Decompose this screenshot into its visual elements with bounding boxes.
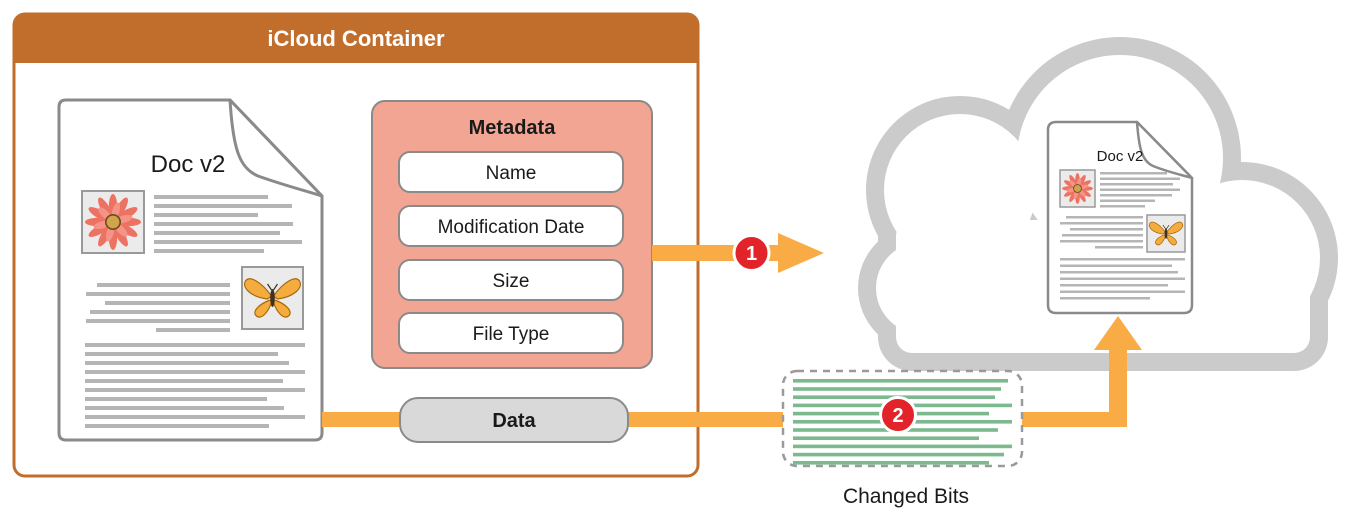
- source-document: Doc v2: [57, 98, 324, 442]
- metadata-field-label: Modification Date: [438, 217, 585, 238]
- metadata-field-label: Name: [486, 163, 537, 184]
- metadata-field-name: Name: [398, 151, 624, 193]
- document-fold: [1135, 120, 1194, 180]
- metadata-field-label: Size: [493, 271, 530, 292]
- document-title: Doc v2: [1097, 148, 1144, 165]
- data-pill-label: Data: [492, 410, 536, 432]
- text-lines-middle: [86, 283, 230, 332]
- container-header: [14, 14, 698, 63]
- step-1-number: 1: [746, 243, 757, 265]
- document-title: Doc v2: [151, 151, 226, 178]
- metadata-title: Metadata: [469, 117, 557, 139]
- changed-bits-label: Changed Bits: [843, 485, 969, 508]
- text-lines-middle: [1060, 216, 1143, 249]
- metadata-field-size: Size: [398, 259, 624, 301]
- flower-image: [1059, 169, 1096, 208]
- metadata-field-label: File Type: [473, 324, 550, 345]
- step-2-number: 2: [892, 405, 903, 427]
- container-title: iCloud Container: [267, 26, 445, 51]
- text-lines-bottom: [85, 343, 305, 428]
- text-lines-bottom: [1060, 258, 1185, 300]
- metadata-panel: Metadata Name Modification Date Size Fil…: [371, 100, 653, 369]
- step-2-badge: 2: [879, 396, 917, 434]
- butterfly-image: [1146, 214, 1186, 253]
- document-fold: [228, 98, 324, 198]
- cloud-document: Doc v2: [1046, 120, 1194, 315]
- flower-image: [81, 190, 145, 254]
- metadata-field-file-type: File Type: [398, 312, 624, 354]
- icloud-container: iCloud Container: [12, 12, 700, 478]
- metadata-field-modification-date: Modification Date: [398, 205, 624, 247]
- butterfly-image: [241, 266, 304, 330]
- step-1-badge: 1: [732, 234, 771, 272]
- text-lines-top: [1100, 172, 1180, 208]
- data-pill: Data: [399, 397, 629, 443]
- data-pill-box: [399, 397, 629, 443]
- text-lines-top: [154, 195, 302, 253]
